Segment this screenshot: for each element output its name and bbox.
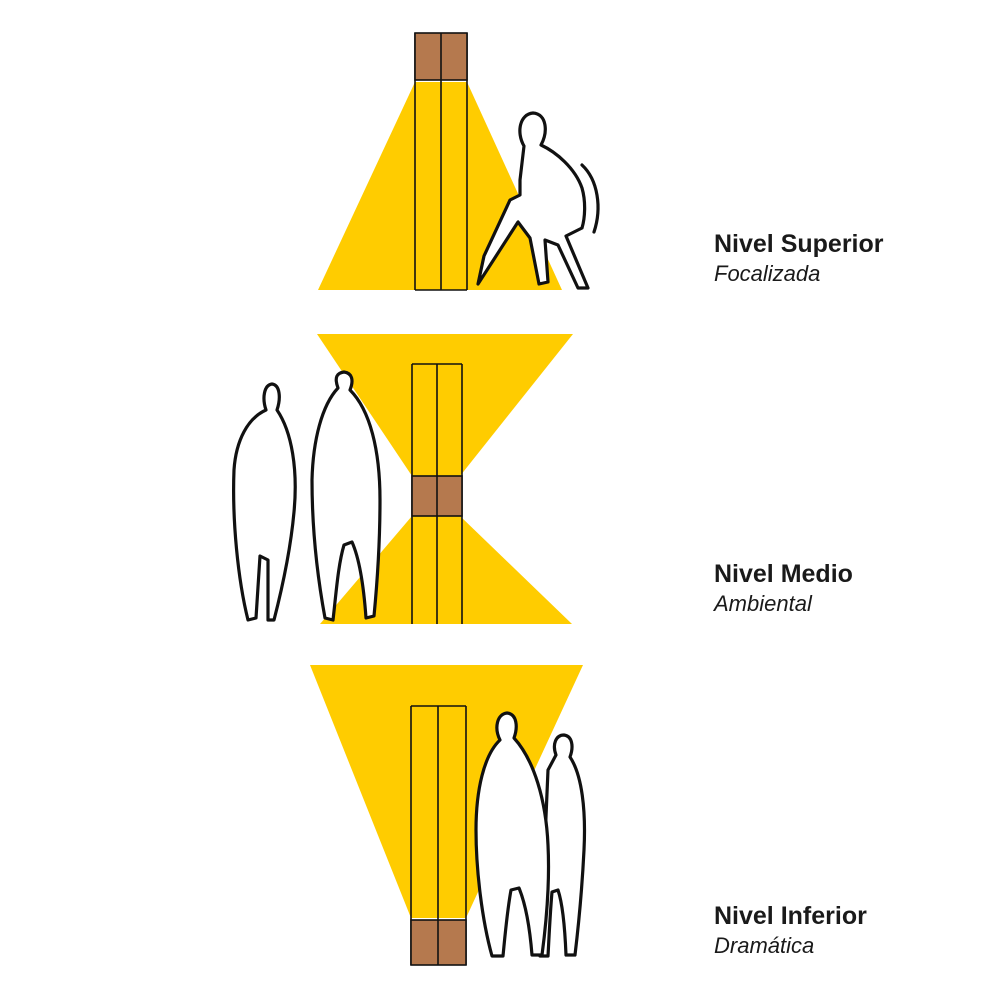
section-medio xyxy=(232,334,573,624)
seated-person-figure xyxy=(476,111,600,290)
level-title: Nivel Inferior xyxy=(714,902,867,930)
level-subtitle: Focalizada xyxy=(714,261,821,286)
level-title: Nivel Superior xyxy=(714,230,884,258)
standing-person-left-figure xyxy=(232,382,297,622)
label-nivel-inferior: Nivel Inferior Dramática xyxy=(714,901,867,961)
level-subtitle: Dramática xyxy=(714,933,815,958)
standing-person-back-figure xyxy=(538,733,587,958)
level-subtitle: Ambiental xyxy=(714,591,812,616)
label-nivel-superior: Nivel Superior Focalizada xyxy=(714,229,884,289)
lamp-post-inferior xyxy=(410,705,467,966)
light-cone-medio-lower xyxy=(320,516,572,624)
section-inferior xyxy=(310,665,587,966)
standing-person-front-figure xyxy=(474,711,551,958)
level-title: Nivel Medio xyxy=(714,560,853,588)
lamp-post-medio xyxy=(411,363,463,624)
section-superior xyxy=(318,32,600,291)
light-cone-medio-upper xyxy=(317,334,573,476)
label-nivel-medio: Nivel Medio Ambiental xyxy=(714,559,853,619)
standing-person-right-figure xyxy=(310,370,382,622)
lamp-post-superior xyxy=(414,32,468,291)
